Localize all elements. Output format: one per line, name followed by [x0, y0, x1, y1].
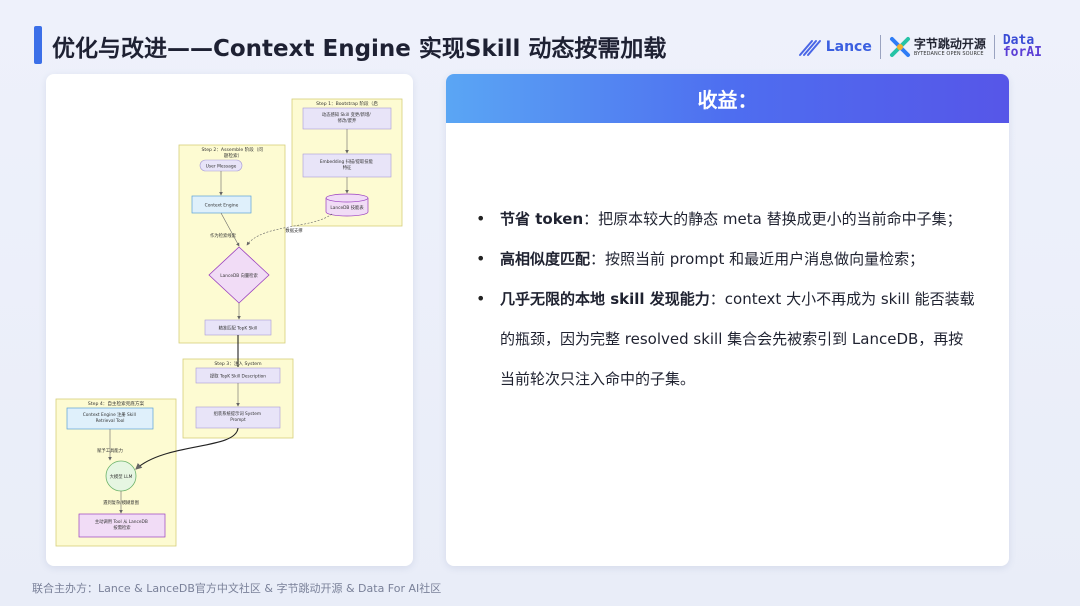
step1-detect-text: 动态感知 Skill 变更/新增/ 修改/废弃	[322, 111, 372, 124]
footer-organizers: 联合主办方：Lance & LanceDB官方中文社区 & 字节跳动开源 & D…	[32, 582, 442, 595]
edge-engine-label: 作为检索线索	[210, 232, 236, 239]
edge-data-support-label: 数据支撑	[285, 227, 303, 234]
context-engine-node	[191, 195, 252, 214]
final-retrieval-text: 主动调用 Tool 从 LanceDB 按需检索	[95, 518, 149, 531]
partner-logos: Lance 字节跳动开源 BYTEDANCE OPEN SOURCE Data …	[798, 30, 1042, 64]
retrieval-tool-line2: Retrieval Tool	[96, 418, 125, 424]
context-engine-text: Context Engine	[205, 203, 239, 209]
lancedb-table-cylinder	[325, 193, 369, 217]
benefits-header: 收益：	[446, 74, 1009, 123]
edge-llm-label: 遇到复杂/模糊意图	[103, 499, 139, 506]
retrieval-tool-text: Context Engine 注册 Skill Retrieval Tool	[83, 411, 137, 424]
bytedance-logo-en: BYTEDANCE OPEN SOURCE	[913, 50, 984, 57]
benefits-title: 收益：	[697, 88, 758, 112]
llm-text: 大模型 LLM	[110, 473, 133, 480]
step3-extract-text: 提取 TopK Skill Description	[210, 373, 266, 380]
logo-divider	[879, 35, 881, 59]
step1-label: Step 1：Bootstrap 阶段（启	[316, 100, 378, 107]
edge-db-to-search	[246, 213, 333, 246]
benefit-item-text: ：context 大小不再成为 skill 能否装载的瓶颈，因为完整 resol…	[500, 290, 975, 388]
bytedance-logo-cn: 字节跳动开源	[913, 36, 986, 51]
data-logo-line2: forAI	[1002, 45, 1042, 60]
final-retrieval-line2: 按需检索	[113, 524, 131, 531]
step2-label: Step 2：Assemble 阶段（问 题检索）	[202, 146, 265, 159]
step4-label: Step 4：自主检索兜底方案	[88, 400, 145, 407]
step1-detect-line1: 动态感知 Skill 变更/新增/	[322, 111, 371, 118]
diagram-card: Step 1：Bootstrap 阶段（启 动态感知 Skill 变更/新增/ …	[46, 74, 413, 566]
step2-label-line2: 题检索）	[224, 152, 242, 159]
lance-icon	[798, 40, 821, 56]
bytedance-icon	[889, 37, 910, 57]
benefit-item-bold: 节省 token	[500, 210, 584, 228]
benefits-list: 节省 token：把原本较大的静态 meta 替换成更小的当前命中子集； 高相似…	[476, 199, 976, 399]
benefit-item: 几乎无限的本地 skill 发现能力：context 大小不再成为 skill …	[476, 279, 976, 399]
lancedb-table-label: LanceDB 技能表	[330, 204, 364, 211]
benefit-item-bold: 几乎无限的本地 skill 发现能力	[500, 290, 710, 308]
benefit-item: 高相似度匹配：按照当前 prompt 和最近用户消息做向量检索；	[476, 239, 976, 279]
edge-engine-to-search	[220, 212, 240, 247]
final-retrieval-node	[78, 513, 166, 538]
data-for-ai-logo: Data forAI	[1002, 33, 1042, 60]
bytedance-open-source-logo: 字节跳动开源 BYTEDANCE OPEN SOURCE	[889, 36, 986, 58]
page-title: 优化与改进——Context Engine 实现Skill 动态按需加载	[52, 36, 667, 62]
step3-prompt-line1: 组装系统提示词 System	[214, 410, 261, 417]
benefit-item: 节省 token：把原本较大的静态 meta 替换成更小的当前命中子集；	[476, 199, 976, 239]
topk-match-text: 精准匹配 TopK Skill	[219, 325, 258, 332]
benefit-item-text: ：把原本较大的静态 meta 替换成更小的当前命中子集；	[583, 210, 962, 228]
data-logo-line1: Data	[1002, 33, 1035, 49]
skill-loading-flowchart: Step 1：Bootstrap 阶段（启 动态感知 Skill 变更/新增/ …	[55, 98, 403, 547]
retrieval-tool-line1: Context Engine 注册 Skill	[83, 411, 136, 418]
user-message-text: User Message	[206, 164, 237, 170]
step3-prompt-text: 组装系统提示词 System Prompt	[214, 410, 263, 423]
step2-label-line1: Step 2：Assemble 阶段（问	[202, 146, 264, 153]
step2-group	[178, 144, 286, 344]
step1-detect-line2: 修改/废弃	[338, 117, 357, 124]
edge-prompt-to-llm	[135, 427, 239, 470]
edge-tool-label: 赋予工具能力	[97, 447, 123, 454]
benefit-item-text: ：按照当前 prompt 和最近用户消息做向量检索；	[590, 250, 925, 268]
benefits-card: 收益： 节省 token：把原本较大的静态 meta 替换成更小的当前命中子集；…	[446, 74, 1009, 566]
title-accent-bar	[34, 26, 42, 64]
lancedb-vector-search-text: LanceDB 向量检索	[220, 272, 258, 279]
benefit-item-bold: 高相似度匹配	[500, 250, 591, 268]
final-retrieval-line1: 主动调用 Tool 从 LanceDB	[95, 518, 148, 525]
lance-logo: Lance	[798, 37, 872, 57]
step1-embed-text: Embedding 扫描/提取技能 特征	[320, 158, 374, 171]
step1-embed-line1: Embedding 扫描/提取技能	[320, 158, 374, 165]
logo-divider	[993, 35, 995, 59]
lance-logo-text: Lance	[825, 39, 872, 55]
step3-prompt-line2: Prompt	[230, 417, 246, 423]
step1-embed-line2: 特征	[343, 164, 352, 171]
